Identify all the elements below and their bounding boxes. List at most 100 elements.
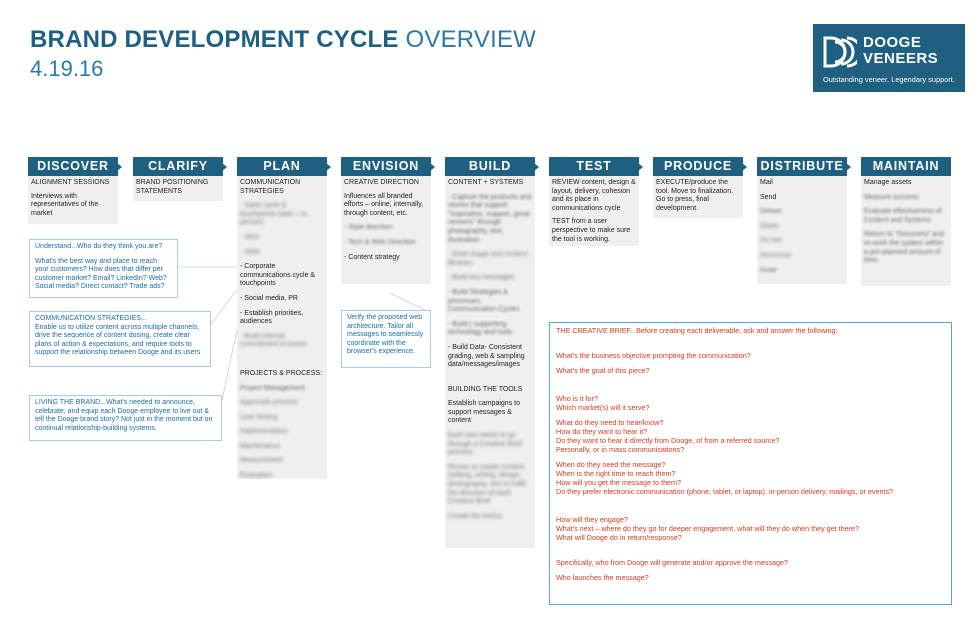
maintain-item: Manage assets [864, 179, 912, 186]
brief-question: What will Dooge do in return/response? [556, 533, 682, 542]
plan-project-item: Measurement [240, 457, 283, 465]
page-title: BRAND DEVELOPMENT CYCLE OVERVIEW [30, 27, 536, 53]
stage-produce: PRODUCE EXECUTE/produce the tool. Move t… [653, 157, 747, 218]
brief-question: Personally, or in mass communications? [556, 445, 685, 454]
plan-item: - Build internal commitment to brand [240, 332, 306, 349]
callout-comm-text: Enable us to utilize content across mult… [35, 323, 201, 357]
build-item: - Build key messages [448, 274, 515, 282]
discover-heading: ALIGNMENT SESSIONS [31, 179, 110, 186]
brief-question: When is the right time to reach them? [556, 469, 676, 478]
callout-living-text: LIVING THE BRAND...What's needed to anno… [35, 399, 213, 432]
plan-project-item: Maintenance [240, 442, 281, 450]
brief-question: How do they want to hear it? [556, 427, 648, 436]
envision-text: Influences all branded efforts – online,… [344, 192, 424, 217]
plan-project-item: User testing [240, 413, 278, 421]
maintain-item: Measure success [864, 193, 919, 201]
stage-header-produce: PRODUCE [653, 157, 747, 176]
brief-question: When do they need the message? [556, 460, 666, 469]
distribute-item: Share [760, 222, 779, 230]
title-light: OVERVIEW [405, 26, 537, 53]
stage-body-clarify: BRAND POSITIONING STATEMENTS [133, 176, 223, 201]
brief-question: Who is it for? [556, 394, 598, 403]
maintain-item: Return to "Discovery" and re-work the sy… [864, 231, 945, 265]
envision-item: - Tech & Web Direction [344, 238, 416, 246]
plan-heading: COMMUNICATION STRATEGIES [240, 179, 301, 195]
brief-question: Which market(s) will it serve? [556, 403, 650, 412]
distribute-item: Deliver [760, 208, 782, 216]
envision-item: - Content strategy [344, 253, 400, 261]
build-item: - Build image and content libraries [448, 251, 528, 267]
stage-header-clarify: CLARIFY [133, 157, 227, 176]
callout-understand-title: Understand...Who do they think you are? [35, 243, 163, 250]
plan-item: - Sales cycle & touchpoints (web + in-pe… [240, 202, 309, 227]
envision-note-text: Verify the proposed web architecture. Ta… [347, 314, 424, 355]
brief-question: What's the goal of this piece? [556, 366, 650, 375]
stage-body-test: REVIEW content, design & layout, deliver… [549, 176, 639, 246]
plan-item: - Corporate communications cycle & touch… [240, 263, 316, 288]
stage-test: TEST REVIEW content, design & layout, de… [549, 157, 643, 246]
test-text-1: REVIEW content, design & layout, deliver… [552, 179, 636, 212]
callout-comm-title: COMMUNICATION STRATEGIES... [35, 315, 147, 322]
stage-clarify: CLARIFY BRAND POSITIONING STATEMENTS [133, 157, 227, 201]
envision-item: - Style direction [344, 224, 393, 232]
stage-body-produce: EXECUTE/produce the tool. Move to finali… [653, 176, 743, 218]
stage-body-maintain: Manage assets Measure success Evaluate e… [861, 176, 951, 286]
brief-question: Do they want to hear it directly from Do… [556, 436, 780, 445]
build-tools-item: Each tool needs to go through a Creative… [448, 432, 522, 457]
build-item: - Capture the products and stories that … [448, 193, 532, 244]
brief-question: Who launches the message? [556, 573, 649, 582]
brief-question: How will they engage? [556, 515, 628, 524]
build-tools-line: Establish campaigns to support messages … [448, 400, 520, 425]
plan-item: - SEM [240, 248, 260, 256]
build-tools-item: Create the tool(s) [448, 512, 503, 520]
stage-build: BUILD CONTENT + SYSTEMS - Capture the pr… [445, 157, 539, 548]
distribute-item: Invite [760, 266, 777, 274]
plan-project-item: Evaluation [240, 472, 273, 480]
distribute-item: Announce [760, 251, 792, 259]
stage-discover: DISCOVER ALIGNMENT SESSIONS Interviews w… [28, 157, 122, 224]
build-item: - Build | supporting technology and tool… [448, 320, 513, 337]
plan-item: - SEO [240, 233, 260, 241]
stage-header-envision: ENVISION [341, 157, 435, 176]
brief-question: Do they prefer electronic communication … [556, 487, 894, 496]
test-text-2: TEST from a user perspective to make sur… [552, 218, 631, 243]
plan-project-item: Implementation [240, 428, 288, 436]
callout-living-brand: LIVING THE BRAND...What's needed to anno… [29, 395, 222, 441]
plan-item: - Social media, PR [240, 294, 298, 302]
stage-envision: ENVISION CREATIVE DIRECTION Influences a… [341, 157, 435, 284]
clarify-heading: BRAND POSITIONING STATEMENTS [136, 179, 209, 195]
maintain-item: Evaluate effectiveness of Content and Sy… [864, 208, 942, 224]
brief-intro: THE CREATIVE BRIEF...Before creating eac… [556, 326, 838, 335]
stage-body-envision: CREATIVE DIRECTION Influences all brande… [341, 176, 431, 284]
build-item: - Build Data- Consistent grading, web & … [448, 343, 525, 369]
plan-project-item: Approvals process [240, 399, 298, 407]
dooge-logo-icon [823, 36, 857, 68]
build-tools-item: Revise or create content (editing, writi… [448, 463, 526, 506]
build-heading: CONTENT + SYSTEMS [448, 179, 524, 186]
stage-body-build: CONTENT + SYSTEMS - Capture the products… [445, 176, 535, 548]
discover-text: Interviews with representatives of the m… [31, 192, 99, 217]
plan-projects-heading: PROJECTS & PROCESS: [240, 369, 323, 377]
distribute-item: Mail [760, 179, 773, 186]
brief-question: What's the business objective prompting … [556, 351, 751, 360]
callout-communication: COMMUNICATION STRATEGIES... Enable us to… [29, 311, 211, 367]
plan-project-item: Project Management [240, 384, 305, 392]
stage-header-discover: DISCOVER [28, 157, 122, 176]
stage-header-distribute: DISTRIBUTE [757, 157, 851, 176]
build-item: - Build Strategies & processes, Communic… [448, 288, 520, 314]
stage-body-distribute: Mail Send Deliver Share Go live Announce… [757, 176, 847, 284]
produce-text: EXECUTE/produce the tool. Move to finali… [656, 179, 734, 212]
plan-item: - Establish priorities, audiences [240, 309, 304, 326]
stage-plan: PLAN COMMUNICATION STRATEGIES - Sales cy… [237, 157, 331, 480]
callout-understand: Understand...Who do they think you are? … [29, 239, 178, 298]
callout-envision-note: Verify the proposed web architecture. Ta… [341, 310, 431, 368]
distribute-item: Go live [760, 237, 782, 245]
brief-question: How will you get the message to them? [556, 478, 682, 487]
stage-header-maintain: MAINTAIN [861, 157, 951, 176]
stage-body-discover: ALIGNMENT SESSIONS Interviews with repre… [28, 176, 118, 224]
stage-header-plan: PLAN [237, 157, 331, 176]
stage-header-build: BUILD [445, 157, 539, 176]
envision-heading: CREATIVE DIRECTION [344, 179, 419, 186]
